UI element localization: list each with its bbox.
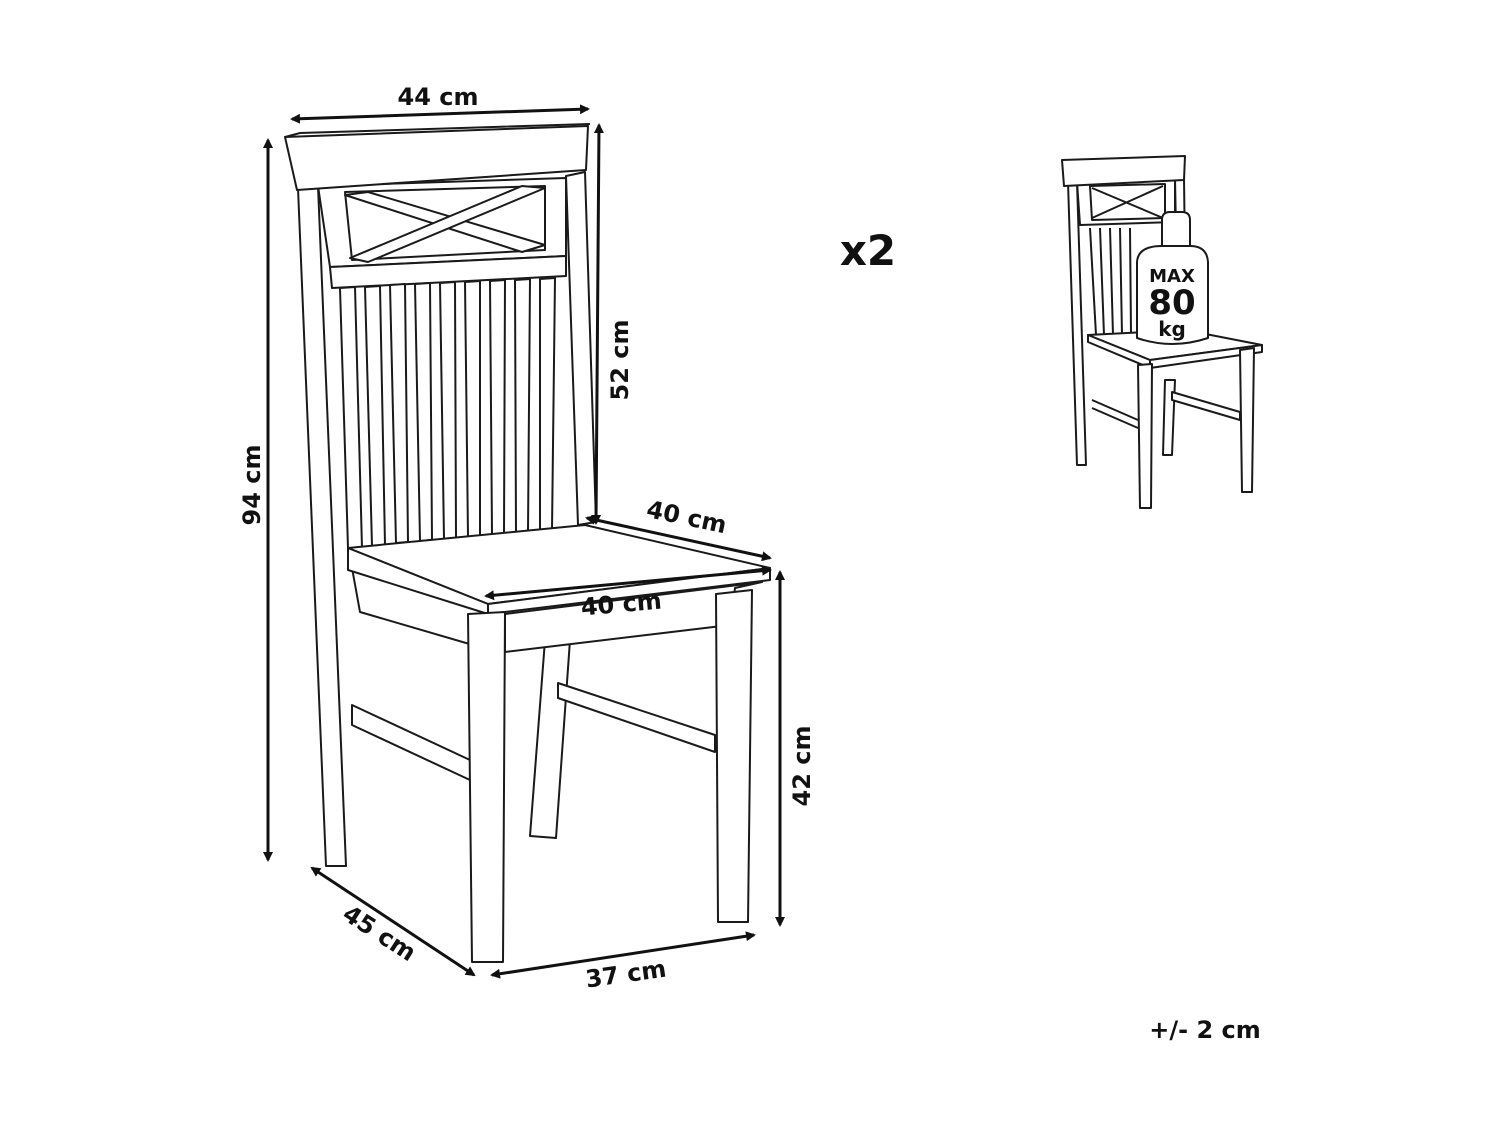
- top-width-label: 44 cm: [398, 83, 479, 111]
- max-load-unit: kg: [1158, 317, 1186, 341]
- backrest-height-label: 52 cm: [606, 320, 634, 401]
- total-height-label: 94 cm: [238, 445, 266, 526]
- main-chair-drawing: [284, 123, 771, 963]
- dimension-lines: [263, 104, 785, 979]
- small-slats: [1089, 227, 1132, 336]
- max-label: MAX: [1149, 266, 1195, 287]
- max-load-value: 80: [1148, 283, 1195, 323]
- backrest-slats: [339, 277, 556, 549]
- seat-height-label: 42 cm: [788, 726, 816, 807]
- load-chair-drawing: [1061, 155, 1263, 509]
- weight-vase-icon: [1136, 211, 1209, 345]
- tolerance-label: +/- 2 cm: [1149, 1016, 1260, 1044]
- quantity-label: x2: [840, 226, 896, 275]
